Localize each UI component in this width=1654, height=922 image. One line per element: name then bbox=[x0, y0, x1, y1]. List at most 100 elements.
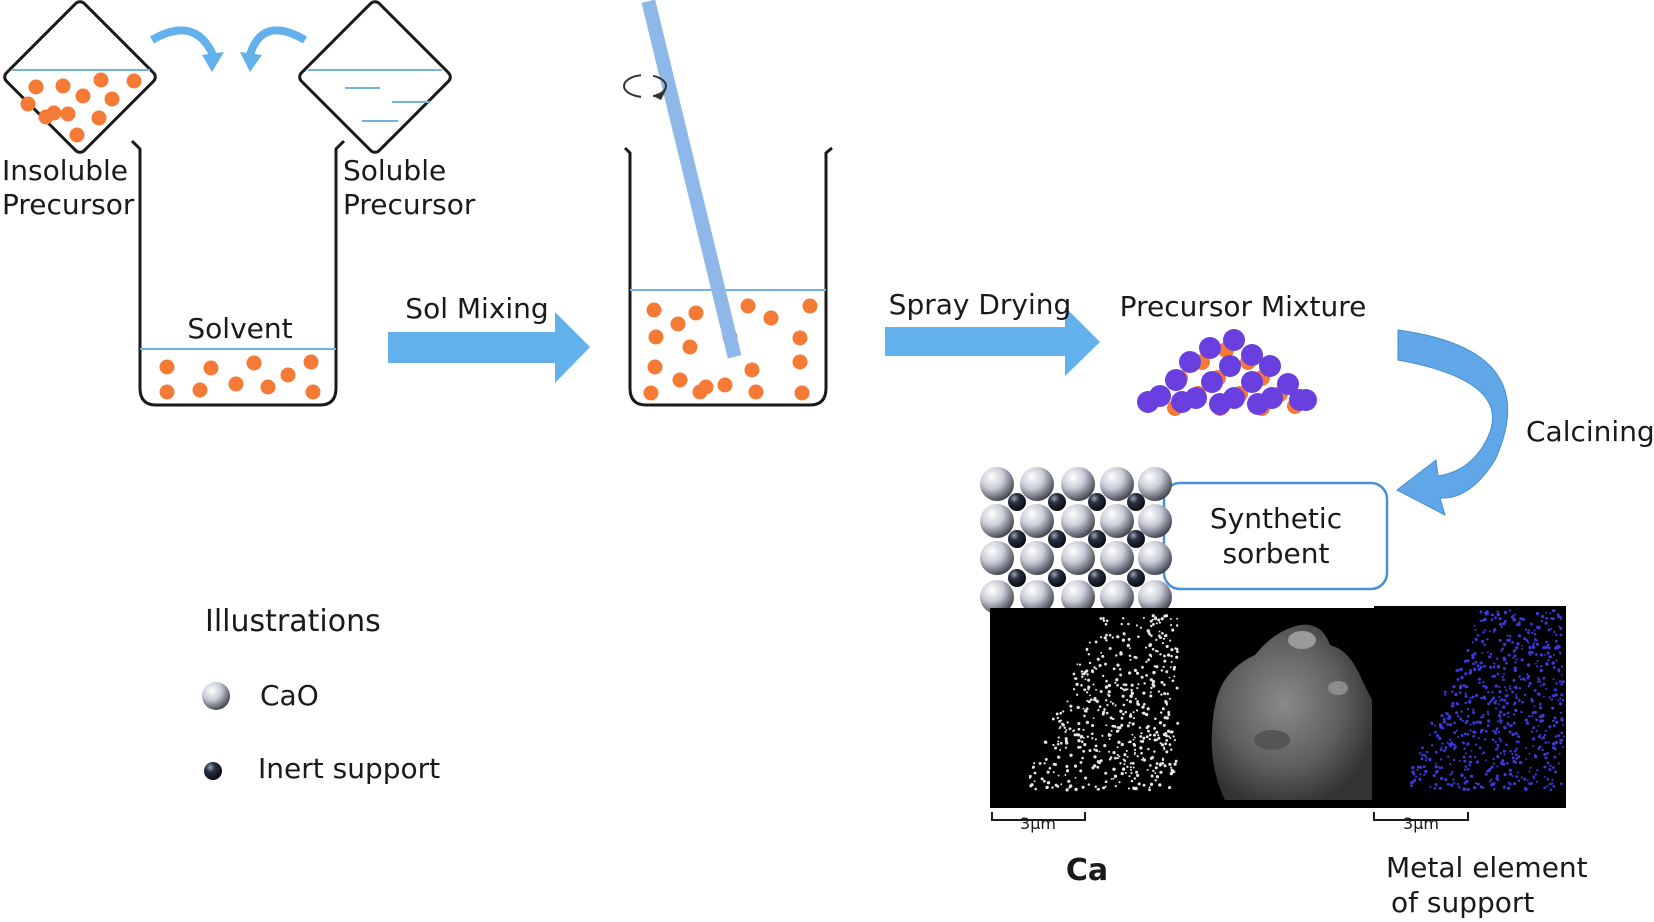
support-dot bbox=[1439, 758, 1443, 761]
support-dot bbox=[1499, 739, 1503, 742]
sem-image bbox=[1182, 608, 1374, 808]
support-dot bbox=[1512, 713, 1516, 716]
ca-dot bbox=[1083, 714, 1086, 718]
ca-dot bbox=[1133, 748, 1137, 751]
support-dot bbox=[1518, 699, 1521, 703]
ca-dot bbox=[1103, 744, 1107, 748]
ca-dot bbox=[1127, 787, 1130, 790]
ca-dot bbox=[1164, 699, 1168, 703]
ca-dot bbox=[1161, 707, 1165, 711]
support-dot bbox=[1466, 715, 1470, 718]
support-dot bbox=[1500, 761, 1504, 765]
ca-dot bbox=[1165, 750, 1169, 754]
sorbent-lattice bbox=[980, 467, 1172, 614]
support-dot bbox=[1492, 782, 1496, 786]
support-dot bbox=[1520, 678, 1523, 681]
ca-dot bbox=[1158, 621, 1162, 624]
support-dot bbox=[1511, 690, 1515, 694]
support-dot bbox=[1539, 680, 1542, 683]
support-dot bbox=[1528, 645, 1532, 650]
support-dot bbox=[1515, 747, 1519, 750]
ca-dot bbox=[1082, 728, 1085, 731]
support-dot bbox=[1500, 698, 1504, 702]
ca-dot bbox=[1102, 786, 1106, 790]
support-dot bbox=[1476, 634, 1480, 637]
support-dot bbox=[1463, 747, 1466, 750]
support-dot bbox=[1488, 629, 1491, 633]
support-dot bbox=[1459, 667, 1463, 672]
support-dot bbox=[1490, 698, 1494, 702]
solvent-beaker bbox=[130, 139, 346, 407]
ca-dot bbox=[1094, 785, 1097, 788]
ca-dot bbox=[1126, 765, 1129, 768]
ca-dot bbox=[1136, 687, 1139, 690]
ca-dot bbox=[1054, 763, 1057, 766]
support-dot bbox=[1528, 752, 1531, 755]
support-dot bbox=[1544, 729, 1548, 732]
support-dot bbox=[1513, 654, 1517, 658]
orange-particle bbox=[192, 382, 208, 398]
support-dot bbox=[1547, 628, 1551, 632]
support-dot bbox=[1534, 753, 1536, 756]
pour-arrow-left bbox=[149, 26, 224, 72]
support-dot bbox=[1494, 748, 1498, 751]
ca-dot bbox=[1134, 751, 1137, 754]
ca-dot bbox=[1089, 698, 1093, 702]
support-dot bbox=[1558, 752, 1561, 755]
support-dot bbox=[1444, 778, 1448, 782]
support-dot bbox=[1560, 665, 1563, 668]
ca-dot bbox=[1140, 675, 1144, 679]
ca-dot bbox=[1090, 732, 1094, 736]
support-dot bbox=[1415, 775, 1418, 778]
ca-dot bbox=[1127, 671, 1132, 675]
ca-dot bbox=[1142, 783, 1146, 787]
support-dot bbox=[1503, 726, 1506, 729]
ca-dot bbox=[1154, 779, 1157, 782]
support-dot bbox=[1466, 732, 1470, 736]
ca-dot bbox=[1154, 772, 1157, 774]
support-dot bbox=[1532, 726, 1536, 730]
support-dot bbox=[1503, 686, 1506, 689]
ca-dot bbox=[1109, 756, 1113, 759]
ca-dot bbox=[1152, 670, 1156, 675]
support-dot bbox=[1532, 737, 1536, 741]
support-dot bbox=[1554, 735, 1558, 738]
ca-dot bbox=[1166, 653, 1171, 657]
support-dot bbox=[1460, 734, 1464, 737]
support-dot bbox=[1527, 641, 1530, 644]
ca-dot bbox=[1094, 738, 1097, 741]
ca-dot bbox=[1169, 736, 1172, 740]
support-dot bbox=[1551, 609, 1555, 613]
support-dot bbox=[1416, 768, 1419, 771]
ca-dot bbox=[1087, 700, 1091, 704]
ca-dot bbox=[1111, 724, 1115, 728]
ca-dot bbox=[1085, 669, 1089, 673]
support-dot bbox=[1498, 703, 1501, 705]
support-dot bbox=[1468, 671, 1472, 675]
ca-dot bbox=[1129, 762, 1133, 765]
support-dot bbox=[1551, 617, 1555, 621]
support-dot bbox=[1493, 787, 1496, 791]
orange-particle bbox=[60, 106, 76, 122]
support-dot bbox=[1507, 781, 1510, 784]
support-dot bbox=[1544, 621, 1548, 625]
ca-dot bbox=[1080, 740, 1084, 743]
ca-dot bbox=[1112, 767, 1116, 771]
ca-dot bbox=[1174, 759, 1178, 763]
ca-dot bbox=[1107, 694, 1111, 697]
support-dot bbox=[1474, 782, 1478, 785]
support-dot bbox=[1538, 706, 1543, 710]
ca-dot bbox=[1123, 753, 1127, 757]
ca-dot bbox=[1081, 675, 1084, 678]
ca-dot bbox=[1091, 766, 1095, 770]
purple-particle bbox=[1137, 391, 1159, 413]
support-dot bbox=[1479, 610, 1483, 614]
support-dot bbox=[1532, 776, 1536, 780]
ca-dot bbox=[1089, 694, 1091, 697]
support-dot bbox=[1501, 675, 1504, 679]
support-dot bbox=[1559, 633, 1563, 637]
ca-dot bbox=[1145, 735, 1149, 739]
support-dot bbox=[1548, 782, 1551, 786]
support-dot bbox=[1512, 649, 1516, 653]
support-dot bbox=[1561, 739, 1564, 742]
